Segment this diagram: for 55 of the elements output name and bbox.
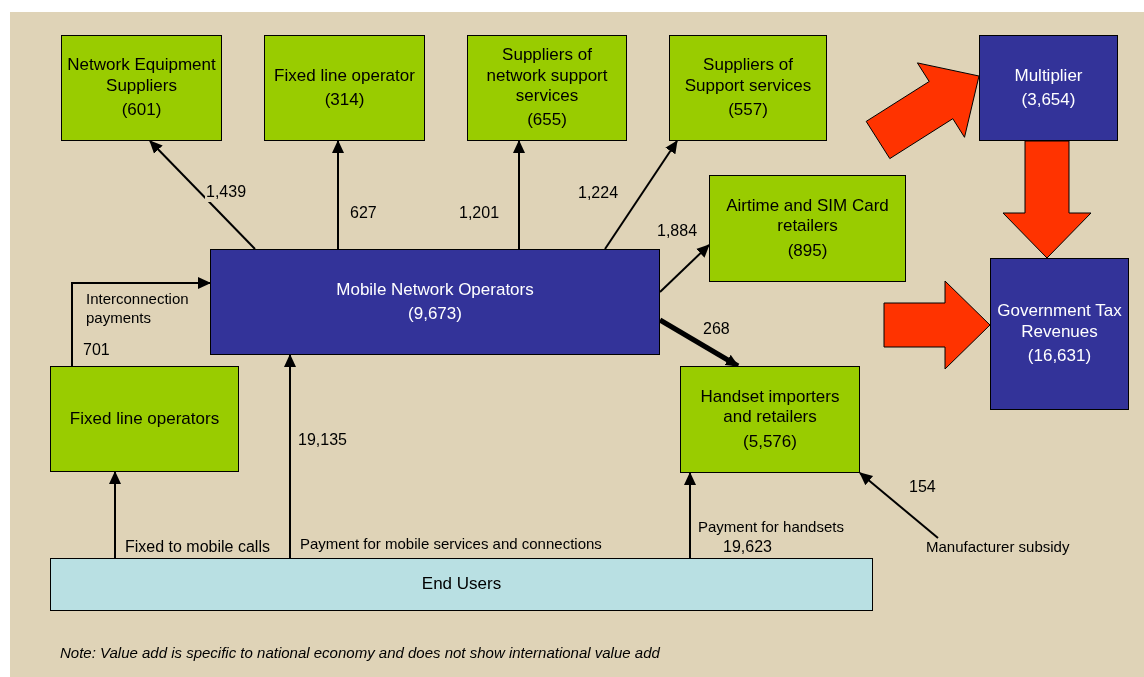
- box-title: Fixed line operator: [274, 65, 415, 86]
- edge-label: 1,439: [205, 182, 248, 202]
- arrow: [513, 140, 525, 250]
- box-value: (895): [787, 240, 828, 262]
- process-box: [680, 366, 860, 473]
- flow-label: Payment for mobile services and connections: [300, 535, 603, 554]
- arrow: [71, 277, 211, 367]
- process-box: [50, 366, 239, 472]
- block-arrow: [865, 62, 980, 160]
- process-box: [669, 35, 827, 141]
- box-title: End Users: [421, 574, 502, 595]
- box-title: Suppliers of Support services: [683, 55, 813, 97]
- box-value: (3,654): [1021, 90, 1076, 111]
- box-value: (557): [728, 100, 768, 121]
- process-box: [990, 258, 1129, 410]
- arrow: [109, 471, 121, 559]
- box-value: (9,673): [408, 304, 462, 325]
- box-title: Fixed line operators: [69, 408, 220, 430]
- process-box: [709, 175, 906, 282]
- process-box: [50, 558, 873, 611]
- box-value: (16,631): [1027, 346, 1092, 367]
- block-arrow: [883, 280, 991, 370]
- arrow: [149, 140, 256, 250]
- note-text: Note: Value add is specific to national economy and does not show international value add: [60, 644, 661, 663]
- edge-label: 19,623: [722, 537, 773, 557]
- arrow: [604, 140, 678, 250]
- edge-label: 1,884: [656, 221, 699, 241]
- process-box: [467, 35, 627, 141]
- box-value: (601): [121, 100, 162, 121]
- arrow: [859, 472, 939, 539]
- flow-label: Payment for handsets: [698, 518, 845, 537]
- box-value: (314): [324, 90, 365, 111]
- arrow: [659, 244, 710, 293]
- process-box: [979, 35, 1118, 141]
- process-box: [61, 35, 222, 141]
- box-title: Handset importers and retailers: [699, 386, 841, 428]
- edge-label: 19,135: [297, 430, 348, 450]
- box-value: (5,576): [743, 431, 797, 453]
- box-title: Network Equipment Suppliers: [66, 55, 217, 97]
- block-arrow: [1002, 140, 1092, 259]
- process-box: [264, 35, 425, 141]
- edge-label: 1,224: [577, 183, 620, 203]
- arrow: [332, 140, 344, 250]
- arrow: [684, 472, 696, 559]
- box-title: Airtime and SIM Card retailers: [725, 195, 890, 237]
- box-title: Suppliers of network support services: [485, 45, 609, 107]
- process-box: [210, 249, 660, 355]
- box-title: Multiplier: [1014, 65, 1083, 86]
- flow-label: Interconnection payments: [86, 290, 190, 328]
- arrow: [284, 354, 296, 559]
- box-title: Mobile Network Operators: [336, 279, 534, 300]
- edge-label: 1,201: [458, 203, 501, 223]
- annotation-text: Manufacturer subsidy: [926, 538, 1070, 557]
- box-title: Government Tax Revenues: [996, 301, 1123, 343]
- box-value: (655): [527, 110, 567, 131]
